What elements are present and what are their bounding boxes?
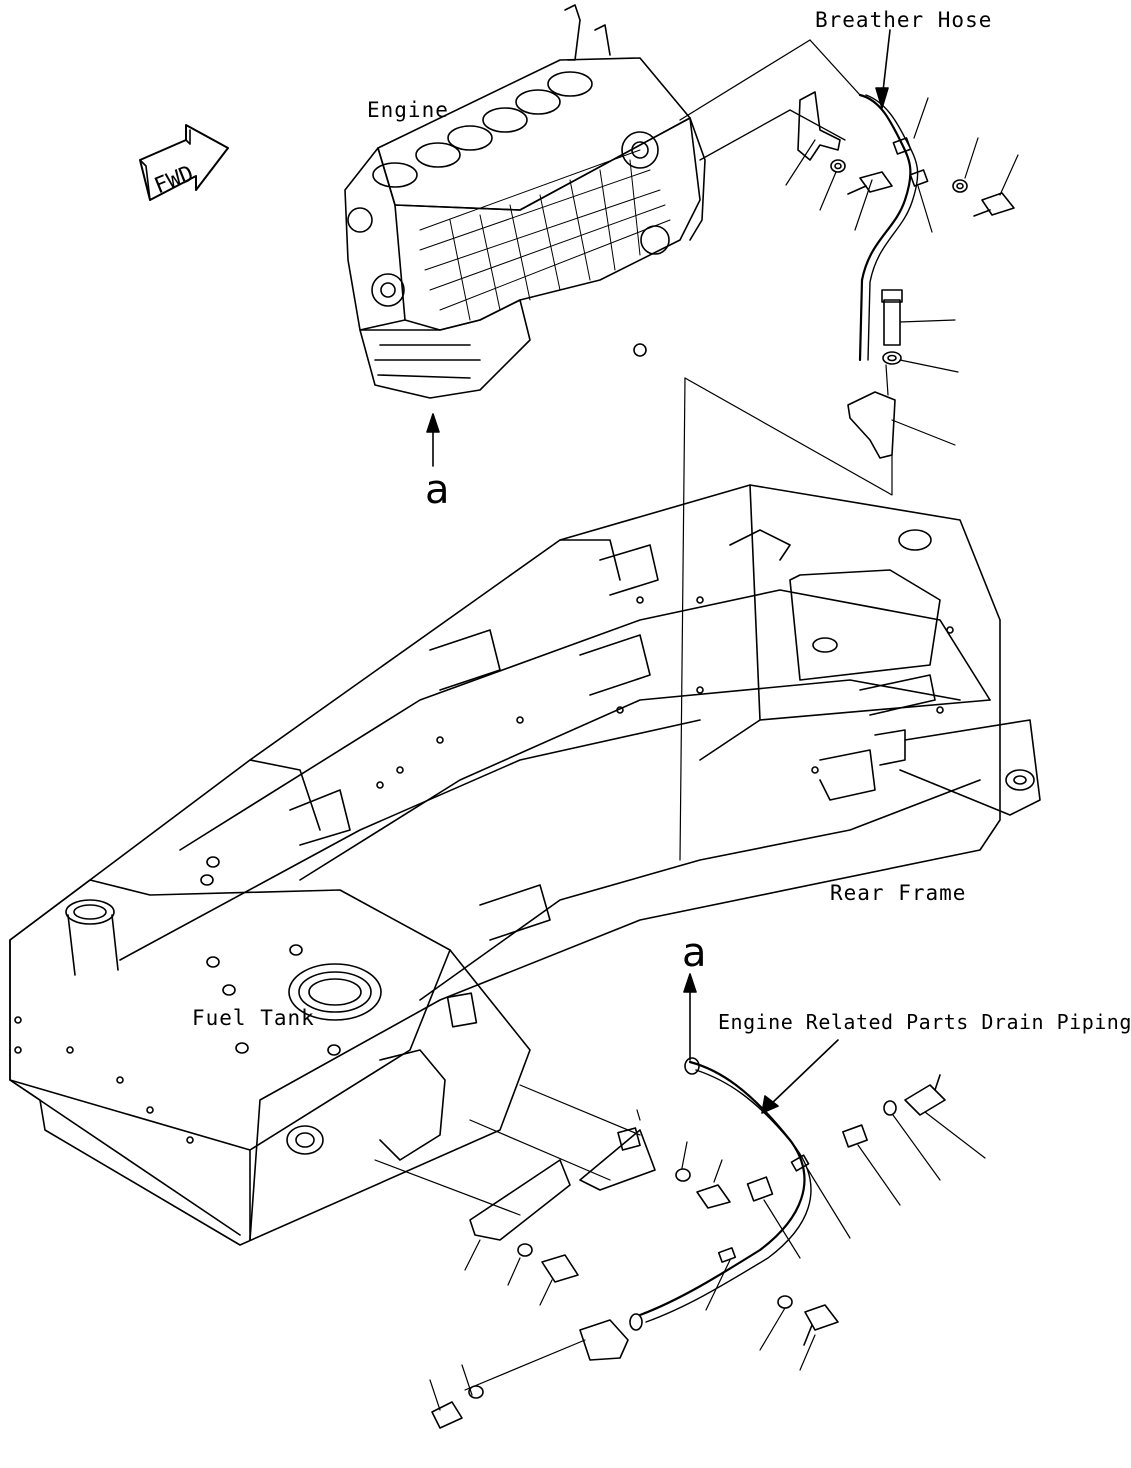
label-breather-hose: Breather Hose: [815, 8, 993, 32]
label-rear-frame: Rear Frame: [830, 881, 967, 905]
ref-marker-bottom: a: [682, 930, 707, 976]
label-drain-piping: Engine Related Parts Drain Piping: [718, 1010, 1131, 1034]
rear-frame-drawing: [9, 484, 1041, 1241]
fuel-tank-drawing: [9, 856, 641, 1246]
fwd-text: FWD: [151, 161, 197, 199]
engine-drawing: [344, 4, 706, 467]
label-engine: Engine: [367, 98, 449, 122]
drain-piping-drawing: [429, 1039, 986, 1429]
ref-marker-top: a: [425, 467, 450, 513]
label-fuel-tank: Fuel Tank: [192, 1006, 315, 1030]
breather-hose-group: [679, 29, 1019, 861]
fwd-arrow-icon: FWD: [139, 124, 229, 201]
